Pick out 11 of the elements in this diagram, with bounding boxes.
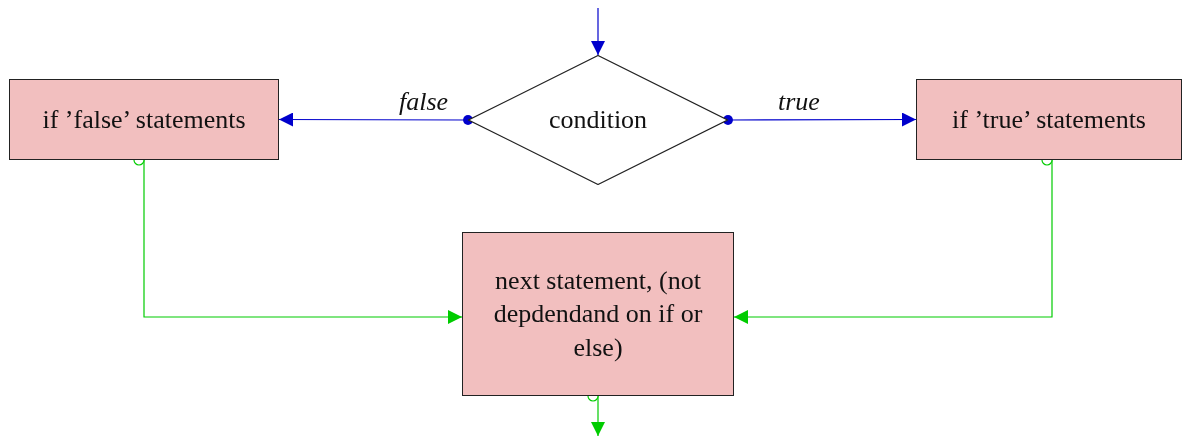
node-text: condition (547, 104, 649, 137)
node-text: if ’true’ statements (951, 104, 1147, 136)
arrow (278, 112, 473, 127)
process-box (9, 79, 279, 160)
node-text: if ’false’ statements (41, 104, 247, 136)
process-box (462, 232, 734, 396)
node-text: next statement, (not depdendand on if or else) (492, 265, 704, 364)
arrow (723, 112, 917, 127)
process-box (916, 79, 1182, 160)
decision-diamond (468, 55, 728, 185)
arrow (591, 7, 605, 56)
